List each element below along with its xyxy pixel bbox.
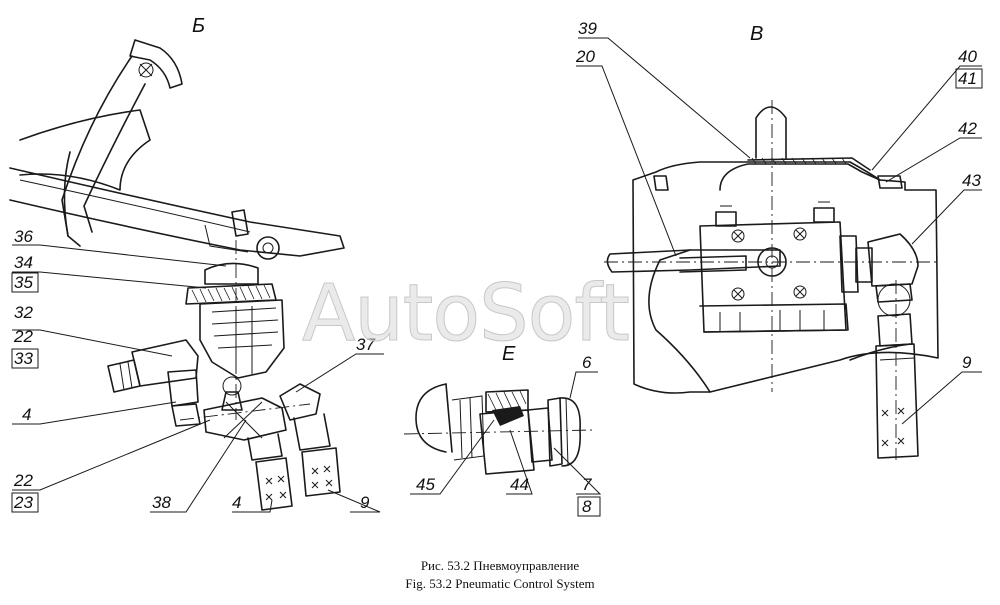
callout-4-left: 4 bbox=[22, 405, 31, 424]
callout-40: 40 bbox=[958, 47, 977, 66]
callout-36: 36 bbox=[14, 227, 33, 246]
view-b-leader-lines bbox=[12, 244, 384, 513]
callout-33-box bbox=[11, 348, 39, 369]
view-e-leader-lines bbox=[410, 371, 602, 495]
autosoft-watermark: AutoSoft bbox=[302, 269, 629, 359]
callout-23: 23 bbox=[13, 493, 33, 512]
callout-9-right: 9 bbox=[962, 353, 972, 372]
view-label-e: Е bbox=[502, 343, 516, 365]
callout-22-lower: 22 bbox=[13, 471, 33, 490]
callout-34: 34 bbox=[14, 253, 33, 272]
callout-41-box bbox=[955, 68, 983, 89]
callout-35-box bbox=[11, 272, 39, 293]
callout-45: 45 bbox=[416, 475, 435, 494]
callout-42: 42 bbox=[958, 119, 977, 138]
callout-7: 7 bbox=[582, 475, 592, 494]
callout-23-box bbox=[11, 492, 39, 513]
view-label-v: В bbox=[750, 23, 763, 45]
callout-35: 35 bbox=[14, 273, 33, 292]
figure-caption-ru: Рис. 53.2 Пневмоуправление bbox=[420, 558, 580, 573]
callout-8: 8 bbox=[582, 497, 592, 516]
callout-41: 41 bbox=[958, 69, 977, 88]
callout-32: 32 bbox=[14, 303, 33, 322]
callout-4-bottom: 4 bbox=[232, 493, 241, 512]
callout-38: 38 bbox=[152, 493, 171, 512]
view-v-valve-assembly bbox=[604, 100, 940, 460]
view-label-b: Б bbox=[192, 15, 205, 37]
view-b-pedal-assembly bbox=[9, 39, 345, 511]
callout-9-left: 9 bbox=[360, 493, 370, 512]
callout-8-box bbox=[577, 496, 601, 517]
callout-6: 6 bbox=[582, 353, 592, 372]
figure-caption-en: Fig. 53.2 Pneumatic Control System bbox=[405, 576, 595, 591]
callout-39: 39 bbox=[578, 19, 597, 38]
callout-37: 37 bbox=[356, 335, 375, 354]
callout-44: 44 bbox=[510, 475, 529, 494]
callout-43: 43 bbox=[962, 171, 981, 190]
callout-33: 33 bbox=[14, 349, 33, 368]
view-e-section bbox=[403, 383, 593, 475]
callout-20: 20 bbox=[575, 47, 595, 66]
view-v-leader-lines bbox=[576, 37, 982, 425]
callout-22-upper: 22 bbox=[13, 327, 33, 346]
